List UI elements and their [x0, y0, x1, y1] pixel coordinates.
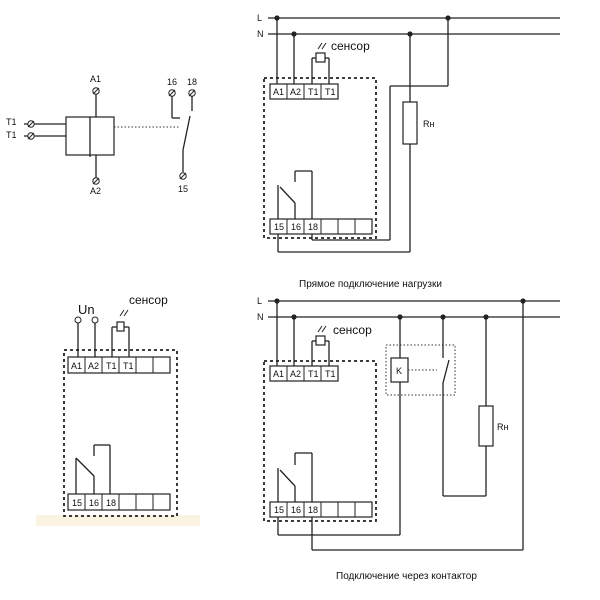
- sensor-label: сенсор: [331, 39, 370, 53]
- terminal-a1: A1: [273, 369, 284, 379]
- sensor-symbol: [311, 42, 330, 84]
- load-label: Rн: [423, 119, 434, 129]
- terminal-16: 16: [89, 498, 99, 508]
- terminal-block-bottom: [269, 501, 373, 518]
- direct-caption: Прямое подключение нагрузки: [299, 279, 442, 290]
- terminal-block-bottom: [67, 493, 171, 511]
- terminal-t1-b: T1: [325, 369, 336, 379]
- terminal-block-top: [269, 365, 339, 382]
- direct-load-panel: L N A1 A2 T1 T1 15 16 18: [257, 13, 560, 290]
- terminal-15: 15: [72, 498, 82, 508]
- terminal-16: 16: [291, 222, 301, 232]
- junction: [483, 314, 489, 320]
- schematic-terminal-t1-bottom: [27, 132, 35, 140]
- contactor-contact: [440, 314, 486, 497]
- sensor-symbol: [311, 325, 330, 366]
- terminal-15: 15: [274, 505, 284, 515]
- junction: [520, 298, 526, 304]
- sensor-label: сенсор: [129, 293, 168, 307]
- terminal-18: 18: [308, 222, 318, 232]
- terminal-18: 18: [106, 498, 116, 508]
- junction: [445, 15, 451, 21]
- schematic-label-15: 15: [178, 184, 188, 194]
- junction: [397, 314, 403, 320]
- junction: [407, 31, 413, 37]
- terminal-t1-b: T1: [123, 361, 134, 371]
- line-l-label: L: [257, 13, 262, 23]
- schematic-contact: [168, 89, 196, 180]
- schematic-terminal-16: [168, 89, 176, 97]
- schematic-label-t1-bottom: T1: [6, 130, 17, 140]
- output-contact: [277, 452, 313, 502]
- junction: [291, 31, 297, 37]
- schematic-label-a2: A2: [90, 186, 101, 196]
- relay-schematic: T1 T1 A1 A2 16 18 15: [6, 74, 197, 196]
- device-outline: [263, 360, 377, 522]
- load-label: Rн: [497, 422, 508, 432]
- terminal-t1-b: T1: [325, 87, 336, 97]
- basic-connection-panel: A1 A2 T1 T1 15 16 18 Un сен: [36, 293, 200, 526]
- un-terminal-right: [91, 316, 99, 324]
- junction: [274, 298, 280, 304]
- schematic-label-18: 18: [187, 77, 197, 87]
- terminal-a1: A1: [71, 361, 82, 371]
- terminal-18: 18: [308, 505, 318, 515]
- line-n-label: N: [257, 312, 264, 322]
- terminal-t1-a: T1: [308, 87, 319, 97]
- terminal-a2: A2: [290, 87, 301, 97]
- ground-strip: [36, 515, 200, 526]
- contactor-label: K: [396, 366, 402, 376]
- terminal-a1: A1: [273, 87, 284, 97]
- schematic-label-t1-top: T1: [6, 117, 17, 127]
- junction: [291, 314, 297, 320]
- junction: [274, 15, 280, 21]
- line-l-label: L: [257, 296, 262, 306]
- terminal-block-top: [67, 356, 171, 374]
- schematic-label-16: 16: [167, 77, 177, 87]
- sensor-symbol: [111, 309, 130, 357]
- terminal-a2: A2: [290, 369, 301, 379]
- sensor-label: сенсор: [333, 323, 372, 337]
- device-outline: [63, 349, 178, 517]
- terminal-block-bottom: [269, 218, 373, 235]
- schematic-terminal-a2: [92, 177, 100, 185]
- output-contact: [75, 444, 111, 494]
- line-n-label: N: [257, 29, 264, 39]
- schematic-terminal-18: [188, 89, 196, 97]
- schematic-terminal-t1-top: [27, 120, 35, 128]
- terminal-t1-a: T1: [106, 361, 117, 371]
- contactor-caption: Подключение через контактор: [336, 571, 477, 582]
- un-label: Un: [78, 302, 95, 317]
- schematic-terminal-15: [179, 172, 187, 180]
- contactor-panel: L N A1 A2 T1 T1 15 16 18: [257, 296, 560, 582]
- output-contact: [277, 170, 313, 219]
- terminal-15: 15: [274, 222, 284, 232]
- schematic-terminal-a1: [92, 87, 100, 95]
- terminal-16: 16: [291, 505, 301, 515]
- device-outline: [263, 77, 377, 239]
- terminal-a2: A2: [88, 361, 99, 371]
- load-resistor: [402, 101, 418, 145]
- terminal-block-top: [269, 83, 339, 100]
- un-terminal-left: [74, 316, 82, 324]
- load-resistor: [478, 405, 494, 447]
- terminal-t1-a: T1: [308, 369, 319, 379]
- schematic-label-a1: A1: [90, 74, 101, 84]
